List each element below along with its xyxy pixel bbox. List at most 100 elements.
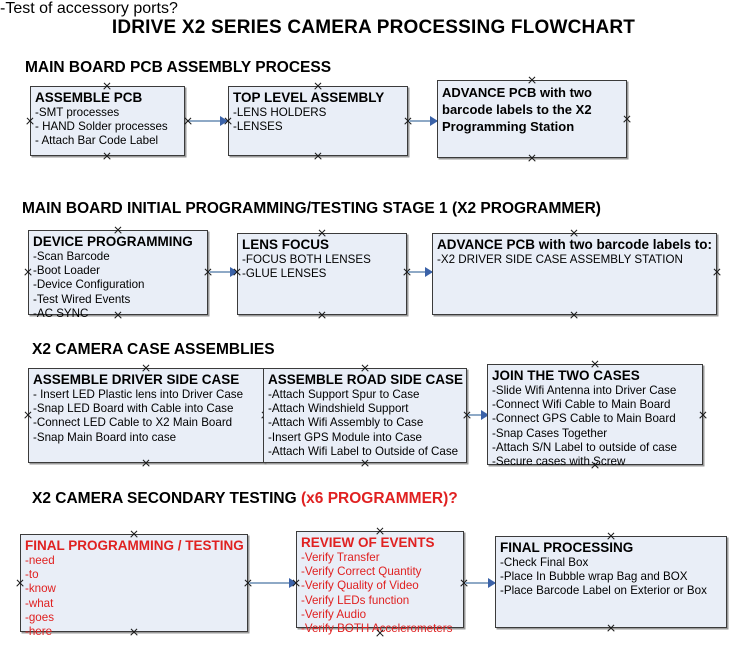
box-item: -LENSES	[233, 120, 283, 134]
box-item: -Connect Wifi Cable to Main Board	[492, 398, 671, 412]
section-title-x2-camera-case-assemblies: X2 CAMERA CASE ASSEMBLIES	[32, 341, 275, 359]
box-item: -Verify Transfer	[301, 551, 380, 564]
box-item: -Scan Barcode	[33, 250, 110, 263]
box-item-list: -Verify Transfer -Verify Correct Quantit…	[301, 551, 461, 636]
box-item: -Connect LED Cable to X2 Main Board	[33, 416, 233, 430]
box-item: -Connect GPS Cable to Main Board	[492, 412, 676, 426]
arrow-head-icon	[230, 267, 238, 277]
box-header: ASSEMBLE PCB	[35, 90, 143, 105]
box-header: ASSEMBLE DRIVER SIDE CASE	[33, 372, 240, 387]
box-item: -LENS HOLDERS	[233, 106, 327, 119]
box-advance-pcb-driver-side-case[interactable]: ADVANCE PCB with two barcode labels to: …	[432, 233, 717, 315]
box-item: -Place In Bubble wrap Bag and BOX	[500, 570, 688, 584]
box-item: - HAND Solder processes	[35, 120, 168, 134]
box-item-list: -Check Final Box -Place In Bubble wrap B…	[500, 556, 724, 599]
box-final-processing[interactable]: FINAL PROCESSING -Check Final Box -Place…	[495, 536, 727, 628]
section-title-text: X2 CAMERA CASE ASSEMBLIES	[32, 341, 275, 358]
box-lens-focus[interactable]: LENS FOCUS -FOCUS BOTH LENSES -GLUE LENS…	[237, 233, 407, 315]
box-item: -Verify LEDs function	[301, 593, 410, 607]
box-item: -Attach Windshield Support	[268, 402, 409, 416]
box-item: -Test Wired Events	[33, 292, 131, 306]
box-item: -Slide Wifi Antenna into Driver Case	[492, 384, 677, 397]
box-join-the-two-cases[interactable]: JOIN THE TWO CASES -Slide Wifi Antenna i…	[487, 364, 703, 468]
arrow-head-icon	[220, 116, 228, 126]
box-item: -SMT processes	[35, 106, 120, 119]
box-item: -goes	[25, 610, 55, 624]
box-item: -GLUE LENSES	[242, 267, 327, 281]
section-title-text: MAIN BOARD INITIAL PROGRAMMING/TESTING S…	[22, 200, 601, 217]
box-device-programming[interactable]: DEVICE PROGRAMMING -Scan Barcode -Boot L…	[28, 230, 208, 320]
box-item: -FOCUS BOTH LENSES	[242, 253, 371, 266]
box-assemble-driver-side-case[interactable]: ASSEMBLE DRIVER SIDE CASE - Insert LED P…	[28, 368, 265, 463]
box-header: ASSEMBLE ROAD SIDE CASE	[268, 372, 464, 387]
box-header: JOIN THE TWO CASES	[492, 368, 640, 383]
box-item: -here	[25, 625, 53, 639]
box-item-list: -X2 DRIVER SIDE CASE ASSEMBLY STATION	[437, 253, 714, 267]
box-item-list: -Scan Barcode -Boot Loader -Device Confi…	[33, 250, 205, 321]
box-item-list: -FOCUS BOTH LENSES -GLUE LENSES	[242, 253, 404, 281]
section-title-red-text: (x6 PROGRAMMER)?	[301, 490, 458, 507]
connector-road-case-to-join-cases	[468, 410, 489, 420]
section-title-text: X2 CAMERA SECONDARY TESTING	[32, 490, 301, 507]
box-top-level-assembly[interactable]: TOP LEVEL ASSEMBLY -LENS HOLDERS -LENSES	[228, 86, 408, 156]
box-item: -Place Barcode Label on Exterior or Box	[500, 584, 707, 598]
connector-lens-focus-to-advance-pcb-driver-side	[408, 267, 433, 277]
box-item-list: -LENS HOLDERS -LENSES	[233, 106, 405, 134]
box-item: -know	[25, 582, 56, 596]
box-review-of-events[interactable]: REVIEW OF EVENTS -Verify Transfer -Verif…	[296, 531, 464, 635]
box-header: FINAL PROCESSING	[500, 540, 634, 555]
arrow-head-icon	[430, 116, 438, 126]
section-title-main-board-pcb-assembly: MAIN BOARD PCB ASSEMBLY PROCESS	[25, 59, 331, 77]
section-title-main-board-initial-programming: MAIN BOARD INITIAL PROGRAMMING/TESTING S…	[22, 200, 601, 218]
box-item-list: -Attach Support Spur to Case -Attach Win…	[268, 388, 464, 459]
box-header: REVIEW OF EVENTS	[301, 535, 435, 550]
box-item: -Attach S/N Label to outside of case	[492, 440, 677, 454]
box-item: - Attach Bar Code Label	[35, 134, 159, 148]
box-item: -need	[25, 554, 55, 567]
box-header: ADVANCE PCB with two barcode labels to t…	[442, 85, 592, 134]
box-header: DEVICE PROGRAMMING	[33, 234, 193, 249]
box-item: - Insert LED Plastic lens into Driver Ca…	[33, 388, 244, 401]
box-advance-pcb-programming-station[interactable]: ADVANCE PCB with two barcode labels to t…	[437, 80, 627, 158]
connector-review-of-events-to-final-processing	[465, 578, 496, 588]
section-title-text: MAIN BOARD PCB ASSEMBLY PROCESS	[25, 59, 332, 76]
arrow-head-icon	[481, 410, 489, 420]
box-item: -Verify Quality of Video	[301, 579, 419, 593]
page-title: IDRIVE X2 SERIES CAMERA PROCESSING FLOWC…	[111, 17, 636, 38]
box-item: -Snap LED Board with Cable into Case	[33, 402, 234, 416]
box-header: FINAL PROGRAMMING / TESTING	[25, 538, 244, 553]
box-item: -Snap Main Board into case	[33, 430, 177, 444]
box-final-programming-testing[interactable]: FINAL PROGRAMMING / TESTING -need -to -k…	[20, 534, 248, 638]
connector-assemble-pcb-to-top-level-assembly	[187, 116, 228, 126]
box-item: -Device Configuration	[33, 278, 145, 292]
box-item: -Check Final Box	[500, 556, 589, 569]
box-item-overflow: -Test of accessory ports?	[0, 0, 178, 17]
box-item: -Attach Wifi Assembly to Case	[268, 416, 424, 430]
section-title-x2-camera-secondary-testing: X2 CAMERA SECONDARY TESTING (x6 PROGRAMM…	[32, 490, 458, 508]
box-item: -X2 DRIVER SIDE CASE ASSEMBLY STATION	[437, 253, 683, 266]
box-item: -Attach Support Spur to Case	[268, 388, 420, 401]
connector-top-level-assembly-to-advance-pcb	[409, 116, 438, 126]
box-item: -Secure cases with Screw	[492, 455, 626, 469]
arrow-head-icon	[289, 578, 297, 588]
box-item-list: -SMT processes - HAND Solder processes -…	[35, 106, 182, 149]
connector-final-programming-to-review-of-events	[249, 578, 297, 588]
box-item-list: - Insert LED Plastic lens into Driver Ca…	[33, 388, 262, 445]
box-item: -Verify BOTH Accelerometers	[301, 622, 453, 636]
box-header: TOP LEVEL ASSEMBLY	[233, 90, 385, 105]
connector-device-programming-to-lens-focus	[209, 267, 238, 277]
box-item: -Insert GPS Module into Case	[268, 430, 423, 444]
box-item: -Verify Audio	[301, 607, 367, 621]
box-item: -Attach Wifi Label to Outside of Case	[268, 444, 459, 458]
box-item: -Snap Cases Together	[492, 426, 608, 440]
box-item: -Boot Loader	[33, 264, 101, 278]
arrow-head-icon	[488, 578, 496, 588]
box-header: ADVANCE PCB with two barcode labels to:	[437, 237, 713, 252]
box-item: -to	[25, 568, 39, 582]
box-assemble-pcb[interactable]: ASSEMBLE PCB -SMT processes - HAND Solde…	[30, 86, 185, 156]
box-item-list: -need -to -know -what -goes -here	[25, 554, 245, 639]
box-assemble-road-side-case[interactable]: ASSEMBLE ROAD SIDE CASE -Attach Support …	[263, 368, 467, 463]
box-item: -what	[25, 596, 54, 610]
arrow-head-icon	[425, 267, 433, 277]
box-header: LENS FOCUS	[242, 237, 330, 252]
